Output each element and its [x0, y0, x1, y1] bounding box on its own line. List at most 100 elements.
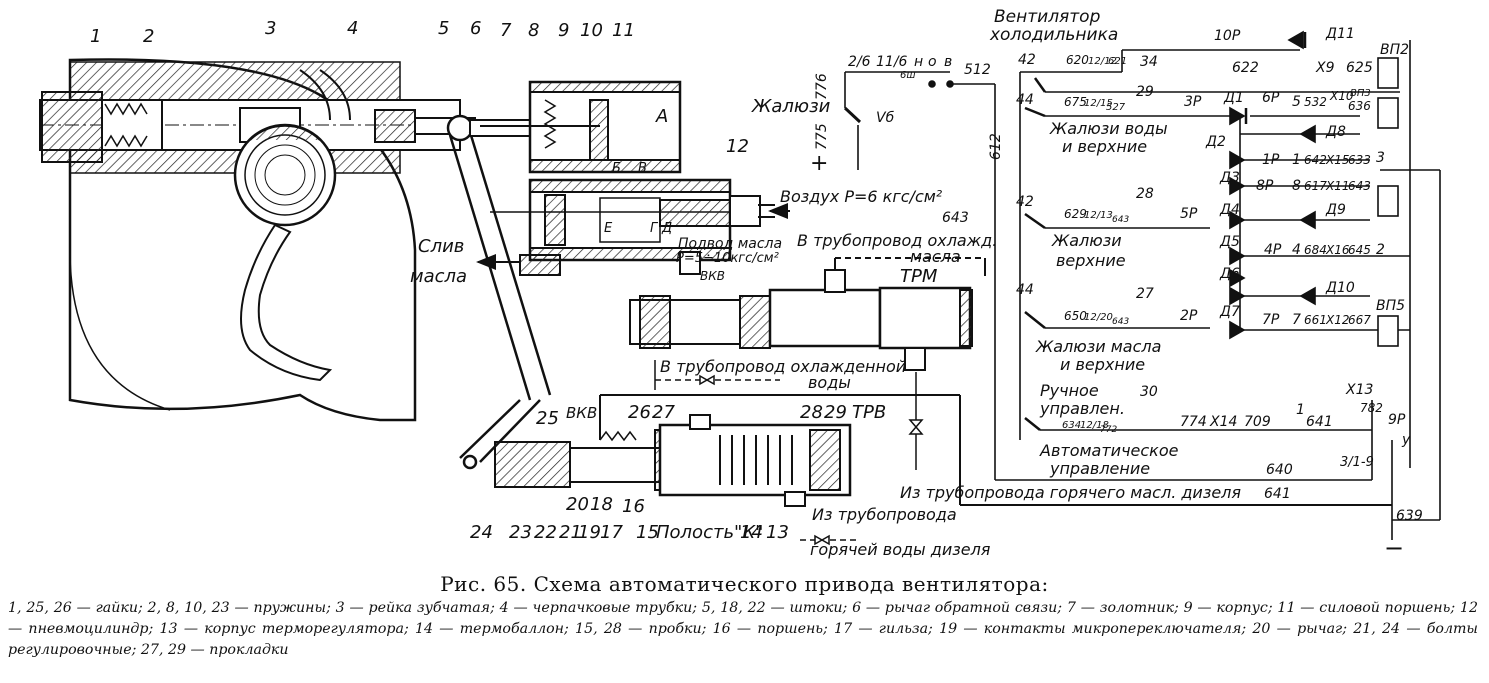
diode-icon [1229, 150, 1246, 170]
label-5: 5 [1292, 94, 1301, 110]
label-640: 640 [1266, 462, 1293, 478]
label-13: 13 [766, 522, 789, 543]
label-44a: 44 [1016, 92, 1034, 108]
label-772: 772 [1100, 425, 1117, 435]
label-19: 19 [578, 522, 601, 543]
label-7: 7 [1292, 312, 1301, 328]
switch-icon [1024, 212, 1046, 230]
label-675: 675 [1064, 95, 1087, 109]
label-A: А [655, 106, 668, 127]
label-20: 20 [566, 494, 589, 515]
label-11: 11 [612, 20, 635, 41]
fan-drive-diagram: 1 2 3 4 5 6 7 8 9 10 11 12 А Б В Е Г Д В… [39, 7, 1441, 562]
label-42b: 42 [1016, 194, 1034, 210]
label-27: 27 [1136, 286, 1154, 302]
label-jal-water-2: и верхние [1062, 137, 1147, 156]
label-6sh: 6ш [900, 70, 916, 81]
label-625: 625 [1346, 60, 1373, 76]
label-2: 2 [143, 26, 154, 47]
label-3-1-9: 3/1-9 [1340, 455, 1374, 470]
label-42a: 42 [1018, 52, 1036, 68]
label-d11: Д11 [1325, 26, 1355, 42]
label-2r: 2Р [1180, 308, 1198, 324]
label-532: 532 [1304, 95, 1327, 109]
label-d9: Д9 [1325, 202, 1346, 218]
figure-legend: 1, 25, 26 — гайки; 2, 8, 10, 23 — пружин… [8, 598, 1478, 661]
label-E: Е [604, 221, 613, 236]
label-8: 8 [528, 20, 539, 41]
label-4r: 4Р [1264, 242, 1282, 258]
label-12-13: 12/13 [1084, 210, 1113, 221]
label-o: о [928, 54, 937, 70]
label-D: Д [661, 221, 672, 236]
label-1r: 1Р [1262, 152, 1280, 168]
label-oil-in-2: Р=5÷10кгс/см² [676, 251, 779, 266]
label-fan-1: Вентилятор [994, 7, 1101, 27]
electric-scheme [843, 30, 1441, 540]
label-661: 661 [1304, 313, 1327, 327]
label-10r: 10Р [1214, 28, 1241, 44]
switch-icon [1024, 106, 1046, 118]
diode-icon [1229, 246, 1246, 266]
label-24: 24 [470, 522, 493, 543]
label-4: 4 [347, 18, 358, 39]
diode-icon [1229, 176, 1246, 196]
label-612: 612 [988, 133, 1004, 160]
label-709: 709 [1244, 414, 1271, 430]
label-9r: 9Р [1388, 412, 1406, 428]
label-to-pipe-water-2: воды [808, 373, 851, 392]
label-auto-1: Автоматическое [1039, 441, 1179, 460]
label-641: 641 [1306, 414, 1333, 430]
label-782: 782 [1360, 401, 1383, 415]
label-2-6: 2/6 [848, 54, 871, 70]
label-25: 25 [536, 408, 559, 429]
label-512: 512 [964, 62, 991, 78]
label-oil-in-1: Подвод масла [678, 236, 782, 252]
label-4: 4 [1292, 242, 1301, 258]
label-1: 1 [90, 26, 101, 47]
label-G: Г [650, 221, 659, 236]
label-29: 29 [1136, 84, 1154, 100]
water-thermostat [494, 394, 1392, 507]
label-vkv: ВКВ [566, 404, 597, 422]
hydraulic-coupling [39, 58, 476, 422]
label-621: 621 [1108, 56, 1127, 67]
label-fan-2: холодильника [989, 25, 1118, 45]
legend-text: 1, 25, 26 — гайки; 2, 8, 10, 23 — пружин… [8, 600, 1478, 658]
label-7r: 7Р [1262, 312, 1280, 328]
label-634: 634 [1062, 420, 1081, 431]
label-5: 5 [438, 18, 449, 39]
label-12-20: 12/20 [1084, 312, 1113, 323]
label-636: 636 [1348, 99, 1371, 113]
water-pipe [654, 360, 924, 546]
label-auto-2: управление [1049, 459, 1150, 478]
label-vp5: ВП5 [1376, 298, 1405, 314]
label-d10: Д10 [1325, 280, 1355, 296]
label-x15: Х15 [1325, 153, 1350, 167]
label-manual-2: управлен. [1039, 399, 1125, 418]
diode-icon [1299, 210, 1316, 230]
label-y: у [1401, 432, 1411, 448]
label-10: 10 [580, 20, 603, 41]
label-x16: Х16 [1325, 243, 1350, 257]
label-2: 2 [1376, 242, 1385, 258]
label-vp2: ВП2 [1380, 42, 1409, 58]
diode-icon [1229, 286, 1246, 306]
label-vb: Vб [876, 110, 895, 126]
label-643b: 643 [1348, 179, 1371, 193]
label-527: 527 [1106, 102, 1126, 113]
label-15: 15 [636, 522, 659, 543]
label-11-6: 11/6 [876, 54, 908, 70]
label-29: 29 [824, 402, 847, 423]
label-44b: 44 [1016, 282, 1034, 298]
label-9: 9 [558, 20, 569, 41]
label-28: 28 [1136, 186, 1154, 202]
label-to-pipe-oil-2: масла [910, 247, 961, 266]
coil-icon [1377, 57, 1399, 89]
switch-icon [1024, 417, 1041, 431]
label-620: 620 [1066, 53, 1089, 67]
diode-icon [1229, 106, 1246, 126]
diode-icon [1299, 286, 1316, 306]
label-12-12: 12/12 [1088, 56, 1117, 67]
label-629: 629 [1064, 207, 1087, 221]
